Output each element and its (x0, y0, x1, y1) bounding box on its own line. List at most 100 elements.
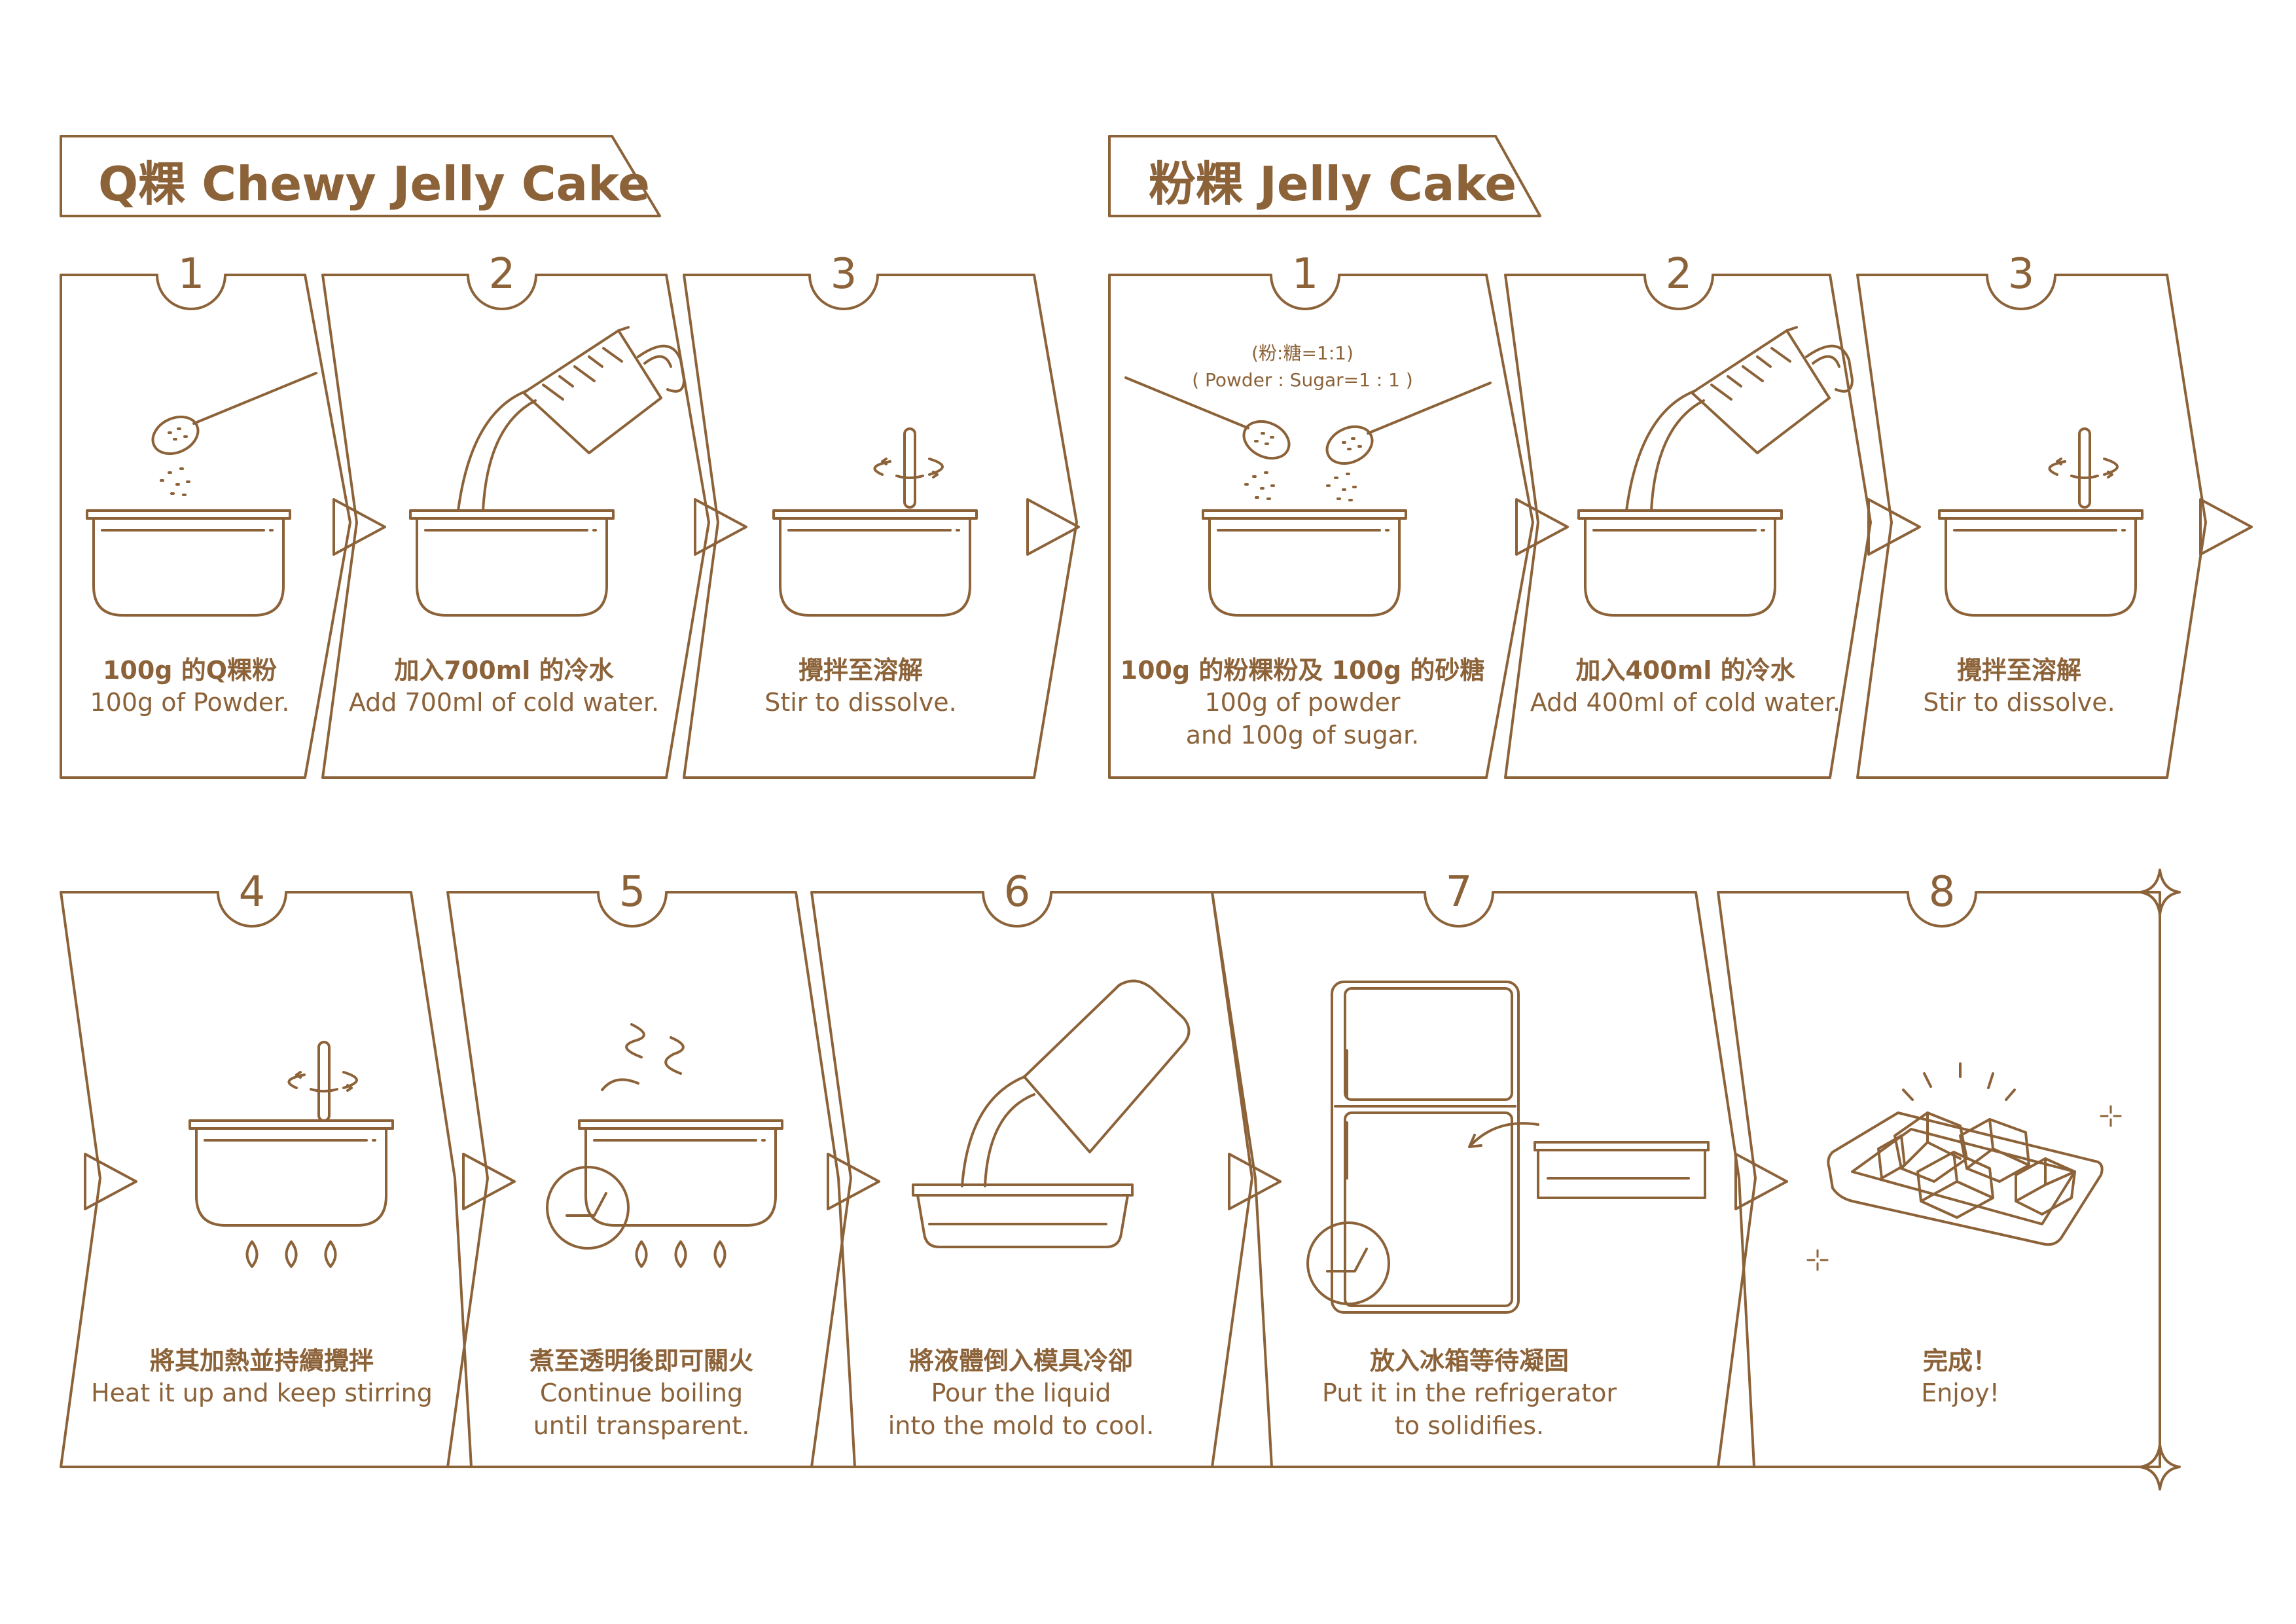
sparkle-icon (1902, 1062, 2016, 1101)
pot-icon (1577, 509, 1783, 617)
pot-icon (1938, 509, 2144, 617)
pot-icon (188, 1119, 394, 1227)
arrow-icon (1515, 498, 1569, 556)
pot-icon (772, 509, 978, 617)
measuring-jug-icon (457, 326, 685, 512)
jelly-title-banner (1108, 135, 1541, 217)
caption-zh: 將液體倒入模具冷卻 (908, 1346, 1133, 1375)
caption-zh: 完成！ (1922, 1346, 1998, 1375)
caption-en: 100g of Powder. (90, 688, 290, 717)
jelly-step1-number: 1 (1291, 250, 1319, 298)
stir-spoon-icon (873, 427, 944, 509)
stir-spoon-icon (2048, 427, 2119, 509)
sparkle-icon (1806, 1249, 1829, 1271)
step8-panel (1717, 891, 2161, 1468)
mold-tray-icon (912, 1183, 1134, 1248)
step4-number: 4 (238, 868, 266, 916)
caption-en: and 100g of sugar. (1185, 720, 1420, 749)
arrow-icon (1867, 498, 1921, 556)
caption-zh: 100g 的Q粿粉 (102, 656, 278, 685)
measuring-jug-icon (1625, 326, 1854, 512)
caption-en: 100g of powder (1204, 688, 1401, 717)
flame-icon (245, 1240, 337, 1268)
ratio-note-zh: (粉:糖=1:1) (1251, 342, 1354, 364)
arrow-icon (84, 1153, 137, 1210)
jelly-step2-number: 2 (1665, 250, 1693, 298)
sparkle-icon (2100, 1105, 2122, 1127)
jelly-cubes-icon (1827, 1111, 2104, 1246)
step4-caption: 將其加熱並持續攪拌 Heat it up and keep stirring (79, 1345, 445, 1410)
step7-number: 7 (1445, 868, 1473, 916)
caption-zh: 煮至透明後即可關火 (529, 1346, 753, 1375)
caption-zh: 加入700ml 的冷水 (394, 656, 614, 685)
stir-spoon-icon (287, 1041, 358, 1122)
chewy-step3-caption: 攪拌至溶解 Stir to dissolve. (707, 655, 1014, 719)
caption-en: Add 400ml of cold water. (1530, 688, 1841, 717)
chewy-step1-panel (60, 274, 351, 779)
caption-en: Pour the liquid (931, 1379, 1111, 1408)
caption-en: Continue boiling (539, 1379, 744, 1408)
step5-number: 5 (619, 868, 646, 916)
ratio-note: (粉:糖=1:1) ( Powder : Sugar=1 : 1 ) (1172, 340, 1433, 393)
caption-en: Put it in the refrigerator (1322, 1379, 1617, 1408)
caption-en: Enjoy! (1921, 1379, 2000, 1408)
arrow-icon (332, 498, 386, 556)
step4-panel (60, 891, 473, 1468)
caption-en: Stir to dissolve. (764, 688, 957, 717)
chewy-step1-number: 1 (177, 250, 205, 298)
jelly-step1-caption: 100g 的粉粿粉及 100g 的砂糖 100g of powder and 1… (1119, 655, 1486, 751)
chewy-step2-panel (321, 274, 710, 779)
step8-number: 8 (1928, 868, 1956, 916)
powder-grains-icon (160, 467, 190, 496)
refrigerator-icon (1331, 981, 1520, 1314)
mold-tray-icon (1534, 1141, 1710, 1199)
pot-icon (86, 509, 291, 617)
chewy-step3-panel (683, 274, 1078, 779)
clock-icon (1306, 1221, 1390, 1305)
chewy-step2-number: 2 (488, 250, 516, 298)
jelly-step2-caption: 加入400ml 的冷水 Add 400ml of cold water. (1528, 655, 1842, 719)
caption-zh: 將其加熱並持續攪拌 (149, 1346, 374, 1375)
caption-en: until transparent. (533, 1411, 750, 1440)
step6-number: 6 (1003, 868, 1031, 916)
chewy-section-title: Q粿 Chewy Jelly Cake (98, 156, 650, 211)
pot-icon (1202, 509, 1407, 617)
jelly-step2-panel (1504, 274, 1872, 779)
step5-panel (446, 891, 856, 1468)
measuring-spoon-icon (145, 372, 318, 462)
jelly-step3-panel (1856, 274, 2207, 779)
jelly-step1-panel (1108, 274, 1534, 779)
step7-panel (1211, 891, 1755, 1468)
measuring-jug-icon (961, 979, 1191, 1187)
ratio-note-en: ( Powder : Sugar=1 : 1 ) (1192, 369, 1413, 391)
caption-en: to solidifies. (1394, 1411, 1545, 1440)
steam-icon (601, 1078, 639, 1091)
chewy-title-banner (60, 135, 661, 217)
arrow-icon (694, 498, 747, 556)
step6-panel (810, 891, 1273, 1468)
sugar-grains-icon (1326, 473, 1357, 501)
measuring-spoon-icon (1319, 382, 1492, 472)
arrow-icon (462, 1153, 516, 1210)
step5-caption: 煮至透明後即可關火 Continue boiling until transpa… (471, 1345, 812, 1442)
caption-en: into the mold to cool. (888, 1411, 1155, 1440)
arrow-icon (1026, 498, 1080, 556)
jelly-step3-caption: 攪拌至溶解 Stir to dissolve. (1878, 655, 2160, 719)
chewy-step3-number: 3 (830, 250, 857, 298)
caption-zh: 100g 的粉粿粉及 100g 的砂糖 (1120, 656, 1485, 685)
step6-caption: 將液體倒入模具冷卻 Pour the liquid into the mold … (844, 1345, 1198, 1442)
arrow-icon (2199, 498, 2253, 556)
caption-en: Heat it up and keep stirring (91, 1379, 433, 1408)
chewy-step2-caption: 加入700ml 的冷水 Add 700ml of cold water. (347, 655, 661, 719)
caption-zh: 攪拌至溶解 (1956, 656, 2081, 685)
caption-zh: 加入400ml 的冷水 (1575, 656, 1795, 685)
step7-caption: 放入冰箱等待凝固 Put it in the refrigerator to s… (1273, 1345, 1666, 1442)
caption-zh: 放入冰箱等待凝固 (1369, 1346, 1569, 1375)
steam-icon (625, 1023, 685, 1075)
caption-en: Add 700ml of cold water. (348, 688, 660, 717)
powder-grains-icon (1244, 471, 1275, 500)
flame-icon (635, 1240, 726, 1268)
pot-icon (409, 509, 615, 617)
step8-caption: 完成！ Enjoy! (1820, 1345, 2101, 1410)
